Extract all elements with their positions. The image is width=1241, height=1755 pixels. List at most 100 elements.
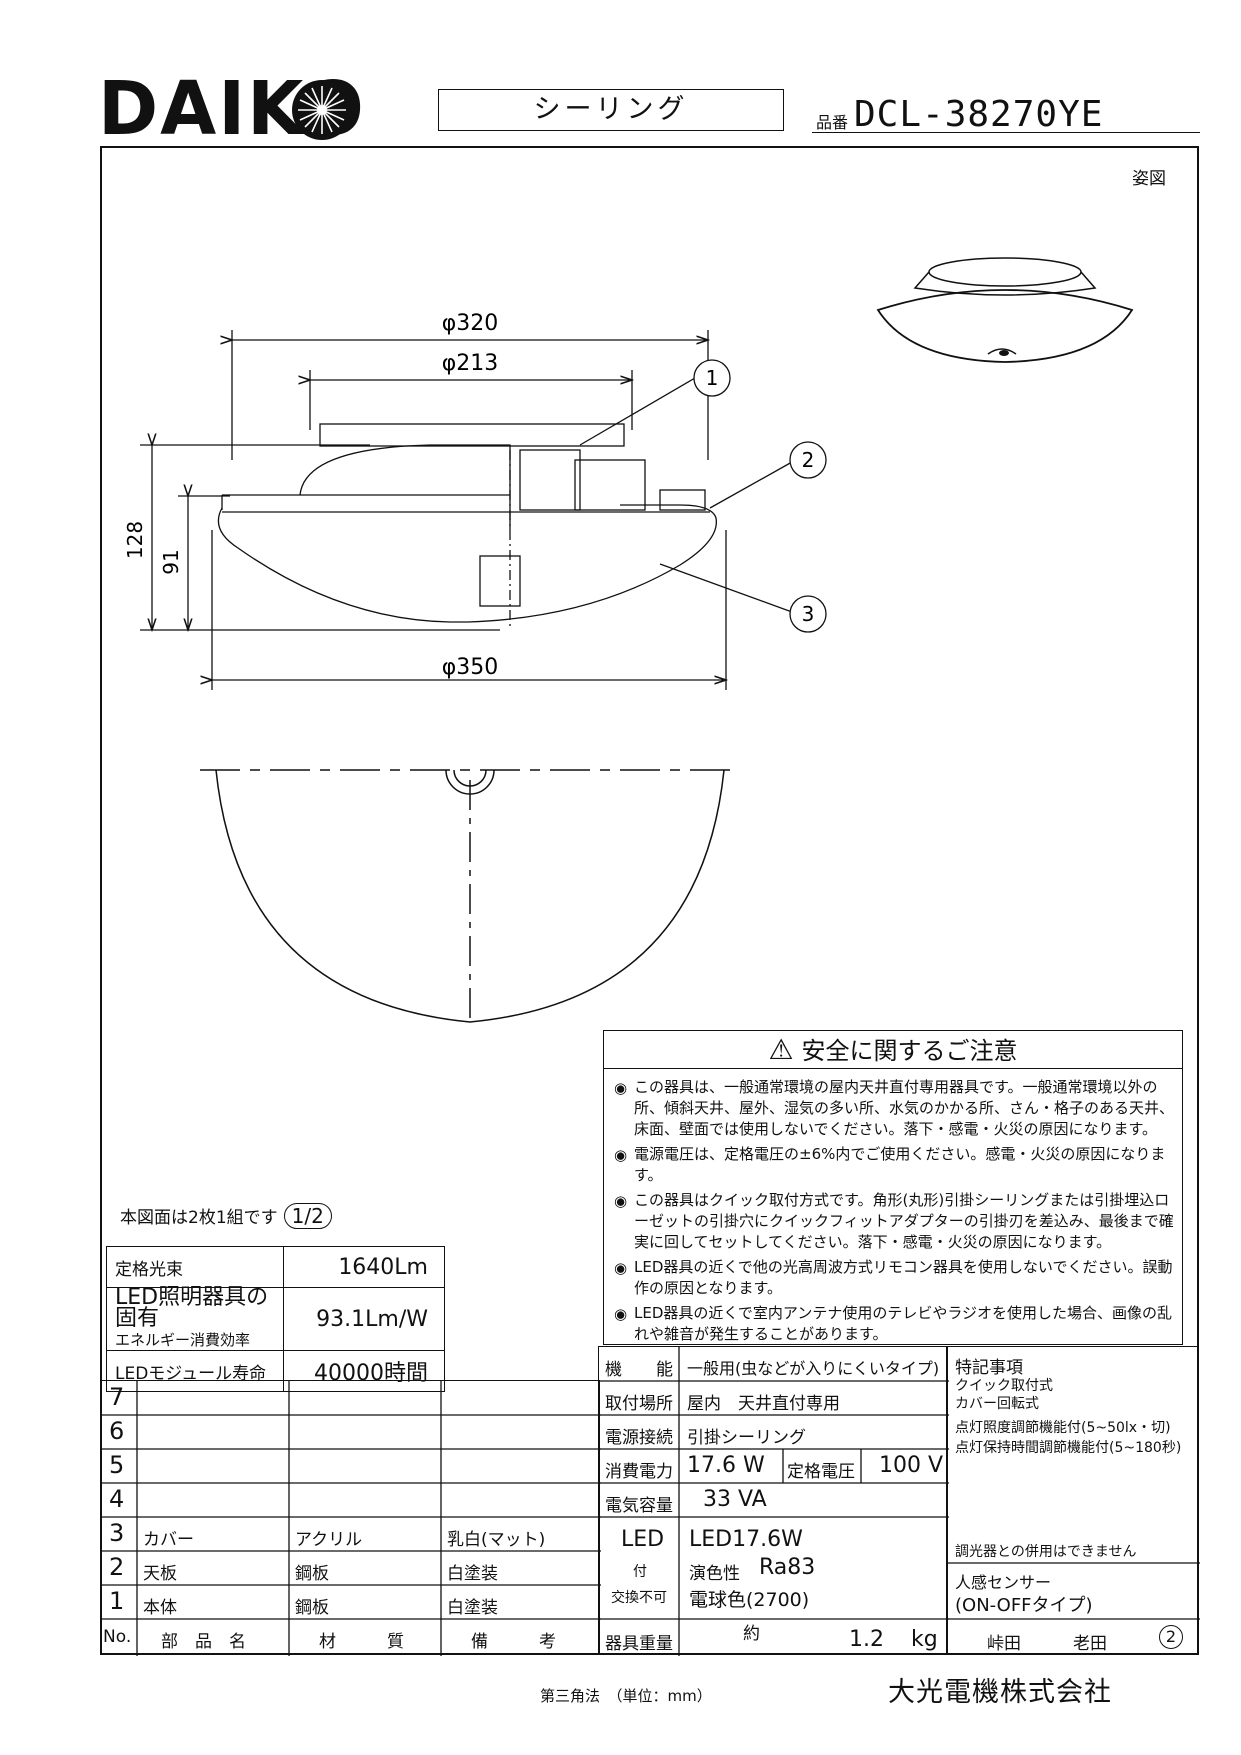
special-title: 特記事項 xyxy=(955,1358,1023,1378)
part-number-value: DCL-38270YE xyxy=(854,94,1104,135)
properties-table: 機 能 一般用(虫などが入りにくいタイプ) 取付場所 屋内 天井直付専用 電源接… xyxy=(598,1346,949,1656)
prop-key: LED xyxy=(621,1527,665,1552)
spec-table: 定格光束 1640Lm LED照明器具の固有エネルギー消費効率 93.1Lm/W… xyxy=(106,1246,445,1392)
company-name: 大光電機株式会社 xyxy=(888,1677,1112,1708)
part-name: カバー xyxy=(143,1530,194,1550)
prop-key: 機 能 xyxy=(605,1360,673,1380)
row-number: 6 xyxy=(109,1417,125,1445)
part-name: 本体 xyxy=(143,1598,177,1618)
callout-3-label: 3 xyxy=(802,602,815,626)
part-name: 天板 xyxy=(143,1564,177,1584)
prop-key: 定格電圧 xyxy=(787,1462,855,1482)
header-name: 部 品 名 xyxy=(161,1632,246,1652)
prop-value: LED17.6W xyxy=(689,1527,803,1552)
callout-3 xyxy=(789,595,827,633)
parts-table: 7 6 5 4 3 2 1 カバー アクリル 乳白(マット) 天板 鋼板 白塗装… xyxy=(100,1380,601,1656)
spec-value: 93.1Lm/W xyxy=(283,1287,445,1351)
header-no: No. xyxy=(103,1627,132,1647)
part-number-label: 品番 xyxy=(816,113,849,132)
prop-key: 取付場所 xyxy=(605,1394,673,1414)
bullet-icon: ◉ xyxy=(614,1305,628,1323)
special-line: カバー回転式 xyxy=(955,1396,1039,1412)
bullet-icon: ◉ xyxy=(614,1259,628,1277)
callout-2 xyxy=(789,441,827,479)
header-material: 材 質 xyxy=(319,1632,404,1652)
special-grid-lines xyxy=(947,1562,1200,1620)
prop-key: 演色性 xyxy=(689,1564,740,1584)
part-note: 白塗装 xyxy=(447,1598,498,1618)
prop-value: 1.2 xyxy=(849,1627,884,1652)
side-view-drawing: φ320 φ213 φ350 128 91 1 2 3 xyxy=(123,311,827,690)
sunburst-logo-icon xyxy=(292,80,352,140)
prop-value: 100 V xyxy=(879,1453,944,1478)
signature-name: 峠田 xyxy=(987,1634,1021,1654)
dimmer-note: 調光器との併用はできません xyxy=(955,1544,1137,1560)
bullet-icon: ◉ xyxy=(614,1079,628,1097)
prop-value: 屋内 天井直付専用 xyxy=(687,1394,840,1414)
row-number: 4 xyxy=(109,1485,125,1513)
part-material: 鋼板 xyxy=(295,1564,329,1584)
dim-total-height: 128 xyxy=(123,521,147,559)
safety-item: ◉この器具はクイック取付方式です。角形(丸形)引掛シーリングまたは引掛埋込ローゼ… xyxy=(614,1191,1174,1251)
callout-1 xyxy=(693,359,731,397)
special-notes: 特記事項 クイック取付式 カバー回転式 点灯照度調節機能付(5~50lx・切) … xyxy=(946,1346,1200,1655)
part-number: 品番 DCL-38270YE xyxy=(812,94,1200,135)
dim-cover-diameter: φ350 xyxy=(442,655,499,680)
safety-notice: ⚠安全に関するご注意 ◉この器具は、一般通常環境の屋内天井直付専用器具です。一般… xyxy=(603,1030,1183,1345)
signature-name: 老田 xyxy=(1073,1634,1107,1654)
safety-list: ◉この器具は、一般通常環境の屋内天井直付専用器具です。一般通常環境以外の所、傾斜… xyxy=(612,1077,1178,1349)
spec-value: 1640Lm xyxy=(283,1246,445,1288)
row-number: 2 xyxy=(109,1553,125,1581)
prop-value: Ra83 xyxy=(759,1555,816,1580)
safety-item: ◉この器具は、一般通常環境の屋内天井直付専用器具です。一般通常環境以外の所、傾斜… xyxy=(614,1078,1175,1138)
dim-outer-diameter: φ320 xyxy=(442,311,499,336)
row-number: 3 xyxy=(109,1519,125,1547)
bullet-icon: ◉ xyxy=(614,1192,628,1210)
warning-icon: ⚠ xyxy=(768,1033,794,1066)
dim-cover-height: 91 xyxy=(159,549,183,574)
spec-key: LEDモジュール寿命 xyxy=(106,1350,284,1392)
row-number: 5 xyxy=(109,1451,125,1479)
view-label: 姿図 xyxy=(1132,169,1166,189)
header-note: 備 考 xyxy=(471,1632,556,1652)
prop-key: 電気容量 xyxy=(605,1496,673,1516)
bullet-icon: ◉ xyxy=(614,1146,628,1164)
safety-item: ◉LED器具の近くで他の光高周波方式リモコン器具を使用しないでください。誤動作の… xyxy=(614,1258,1173,1297)
row-number: 1 xyxy=(109,1587,125,1615)
spec-key: LED照明器具の固有エネルギー消費効率 xyxy=(106,1287,284,1351)
parts-grid-lines xyxy=(101,1381,601,1656)
prop-key: 電源接続 xyxy=(605,1428,673,1448)
callout-1-label: 1 xyxy=(706,366,719,390)
prop-value: 33 VA xyxy=(703,1487,767,1512)
revision-badge: 2 xyxy=(1159,1625,1183,1649)
safety-item: ◉電源電圧は、定格電圧の±6%内でご使用ください。感電・火災の原因になります。 xyxy=(614,1145,1166,1184)
part-note: 乳白(マット) xyxy=(447,1530,546,1550)
callout-2-label: 2 xyxy=(802,448,815,472)
row-number: 7 xyxy=(109,1383,125,1411)
sensor-type: (ON-OFFタイプ) xyxy=(955,1595,1093,1616)
spec-key: 定格光束 xyxy=(106,1246,284,1288)
prop-value: 約 xyxy=(743,1624,760,1644)
part-material: 鋼板 xyxy=(295,1598,329,1618)
prop-value: 17.6 W xyxy=(687,1453,765,1478)
category-box: シーリング xyxy=(438,89,784,131)
part-material: アクリル xyxy=(295,1530,363,1550)
prop-key: 消費電力 xyxy=(605,1462,673,1482)
sheet-badge: 1/2 xyxy=(283,1203,332,1229)
perspective-view xyxy=(876,257,1134,363)
special-line: クイック取付式 xyxy=(955,1378,1053,1394)
spec-value: 40000時間 xyxy=(283,1350,445,1392)
properties-grid-lines xyxy=(599,1347,949,1656)
special-line: 点灯保持時間調節機能付(5~180秒) xyxy=(955,1440,1182,1456)
prop-value: 電球色(2700) xyxy=(689,1589,810,1611)
prop-key: 付 xyxy=(633,1564,647,1580)
prop-key: 交換不可 xyxy=(611,1590,667,1606)
safety-item: ◉LED器具の近くで室内アンテナ使用のテレビやラジオを使用した場合、画像の乱れや… xyxy=(614,1304,1173,1343)
projection-note: 第三角法 （単位：mm） xyxy=(540,1687,712,1705)
prop-value: 一般用(虫などが入りにくいタイプ) xyxy=(687,1359,940,1378)
prop-value: 引掛シーリング xyxy=(687,1428,806,1448)
bottom-view-drawing xyxy=(200,769,740,1023)
prop-value: kg xyxy=(911,1627,938,1652)
dim-base-diameter: φ213 xyxy=(442,351,499,376)
